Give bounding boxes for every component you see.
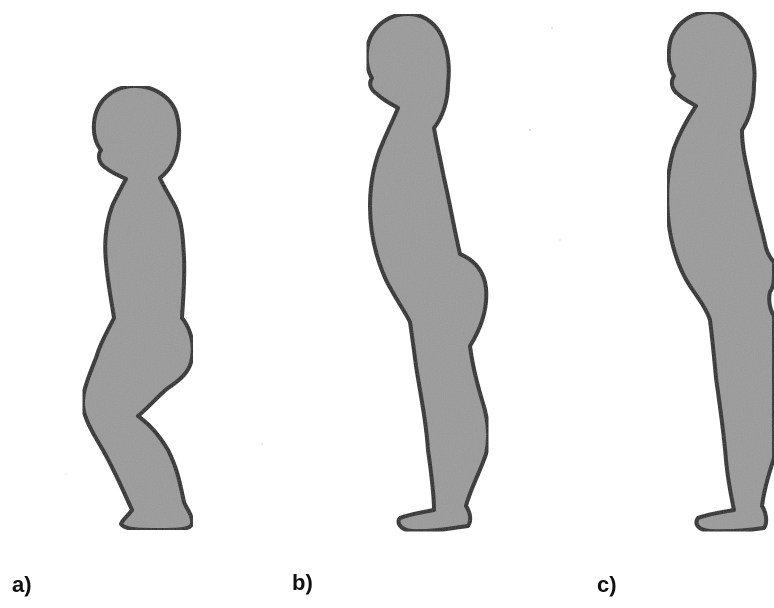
figure-b-upright xyxy=(367,14,488,531)
panel-label-b: b) xyxy=(292,572,313,594)
panel-label-c: c) xyxy=(597,574,617,596)
figure-a-crouched xyxy=(83,86,193,530)
figure-c-upright xyxy=(667,12,774,531)
panel-label-a: a) xyxy=(12,574,32,596)
